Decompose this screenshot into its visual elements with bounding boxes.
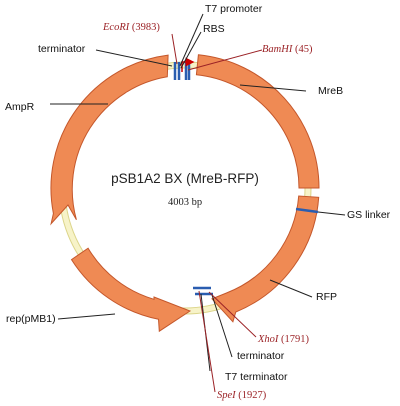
plasmid-size: 4003 bp bbox=[168, 197, 202, 208]
site-spei: SpeI (1927) bbox=[217, 390, 267, 401]
rep-arrow bbox=[70, 247, 192, 333]
label-rfp: RFP bbox=[316, 291, 337, 303]
site-leader-lines bbox=[171, 33, 263, 393]
label-rbs: RBS bbox=[203, 23, 225, 35]
ampr-arrow bbox=[50, 54, 169, 226]
label-rep: rep(pMB1) bbox=[6, 313, 56, 325]
label-terminator-top: terminator bbox=[38, 43, 86, 55]
site-markers bbox=[173, 62, 319, 296]
site-ecori: EcoRI (3983) bbox=[102, 22, 160, 33]
label-ampr: AmpR bbox=[5, 101, 35, 113]
site-xhoi: XhoI (1791) bbox=[257, 334, 310, 345]
label-t7-terminator: T7 terminator bbox=[225, 371, 288, 383]
label-gs-linker: GS linker bbox=[347, 209, 391, 221]
rfp-arrow bbox=[211, 195, 320, 323]
site-bamhi: BamHI (45) bbox=[262, 44, 313, 55]
plasmid-name: pSB1A2 BX (MreB-RFP) bbox=[111, 171, 259, 186]
label-mreb: MreB bbox=[318, 85, 343, 97]
label-terminator-bottom: terminator bbox=[237, 350, 285, 362]
mreb-arrow bbox=[195, 54, 320, 189]
label-t7-promoter: T7 promoter bbox=[205, 3, 263, 15]
